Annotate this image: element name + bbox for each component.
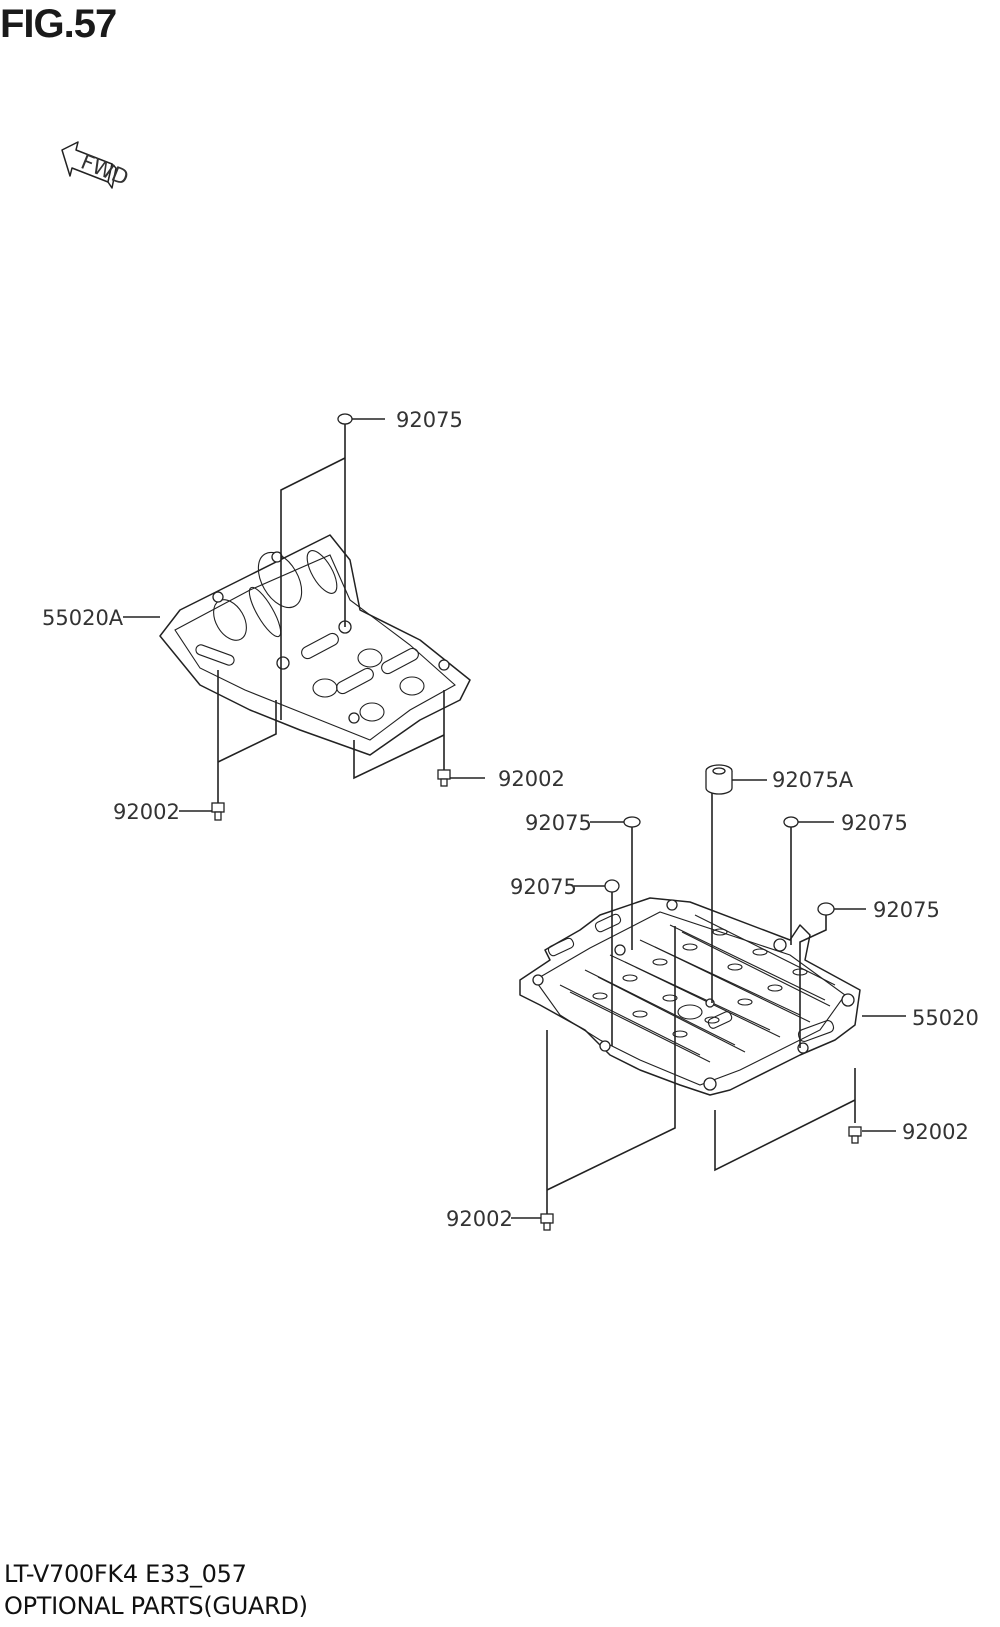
figure-description: OPTIONAL PARTS(GUARD)	[4, 1592, 308, 1620]
skid-plate-55020A	[159, 534, 471, 756]
callout-92075-lower-d: 92075	[873, 898, 940, 922]
figure-title: FIG.57	[0, 2, 117, 46]
bolt-92002-lower-right	[848, 1126, 862, 1144]
callout-92002-lower-left: 92002	[446, 1207, 513, 1231]
callout-92002-upper-right: 92002	[498, 767, 565, 791]
callout-92075-lower-c: 92075	[510, 875, 577, 899]
callout-92075A: 92075A	[772, 768, 854, 792]
nut-92075-lower-a	[623, 816, 641, 828]
callout-55020A: 55020A	[42, 606, 124, 630]
nut-92075-lower-d	[817, 902, 835, 916]
nut-92075-upper	[337, 413, 353, 425]
fwd-arrow-icon: FWD	[61, 141, 132, 191]
bolt-92002-upper-right	[437, 769, 451, 787]
nut-92075-lower-b	[783, 816, 799, 828]
bolt-92002-lower-left	[540, 1213, 554, 1231]
figure-code: LT-V700FK4 E33_057	[4, 1560, 247, 1588]
skid-plate-55020	[519, 897, 861, 1096]
callout-55020: 55020	[912, 1006, 979, 1030]
callout-92075-lower-a: 92075	[525, 811, 592, 835]
fwd-label: FWD	[78, 150, 132, 191]
bolt-92002-upper-left	[211, 802, 225, 821]
callout-92075-upper: 92075	[396, 408, 463, 432]
callout-92002-lower-right: 92002	[902, 1120, 969, 1144]
spacer-92075A	[705, 764, 733, 795]
nut-92075-lower-c	[604, 879, 620, 893]
callout-92075-lower-b: 92075	[841, 811, 908, 835]
callout-92002-upper-left: 92002	[113, 800, 180, 824]
